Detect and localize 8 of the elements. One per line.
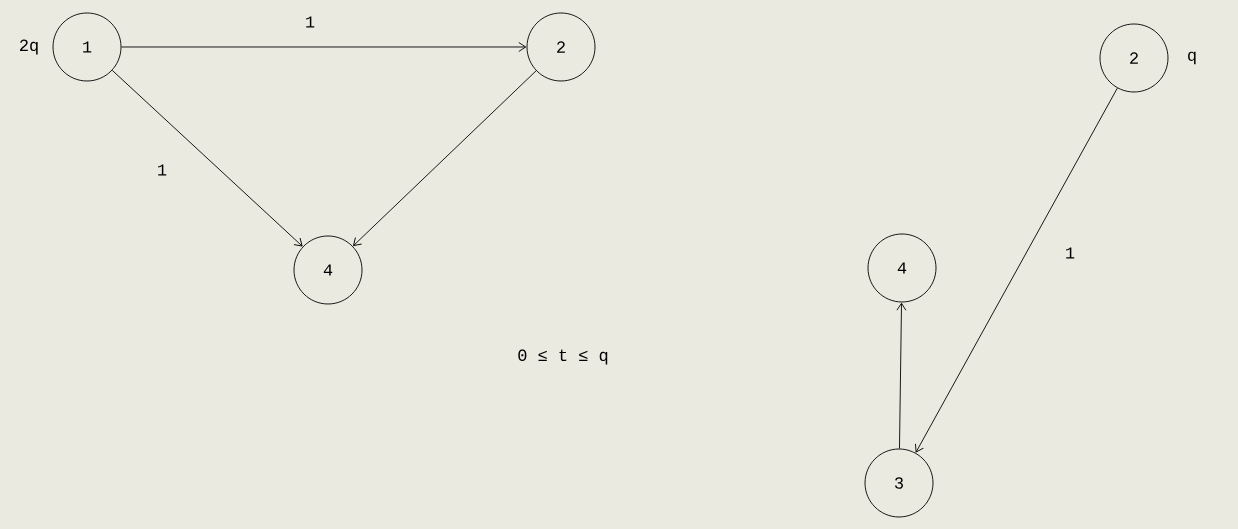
node-caption: 2q: [20, 39, 38, 55]
arrow: [353, 70, 537, 247]
condition-label: 0 ≤ t ≤ q: [518, 349, 608, 365]
arrow: [121, 42, 527, 52]
arrow: [915, 87, 1118, 453]
arrow: [896, 302, 907, 449]
arrow: [111, 69, 303, 247]
node-caption: q: [1188, 51, 1196, 65]
